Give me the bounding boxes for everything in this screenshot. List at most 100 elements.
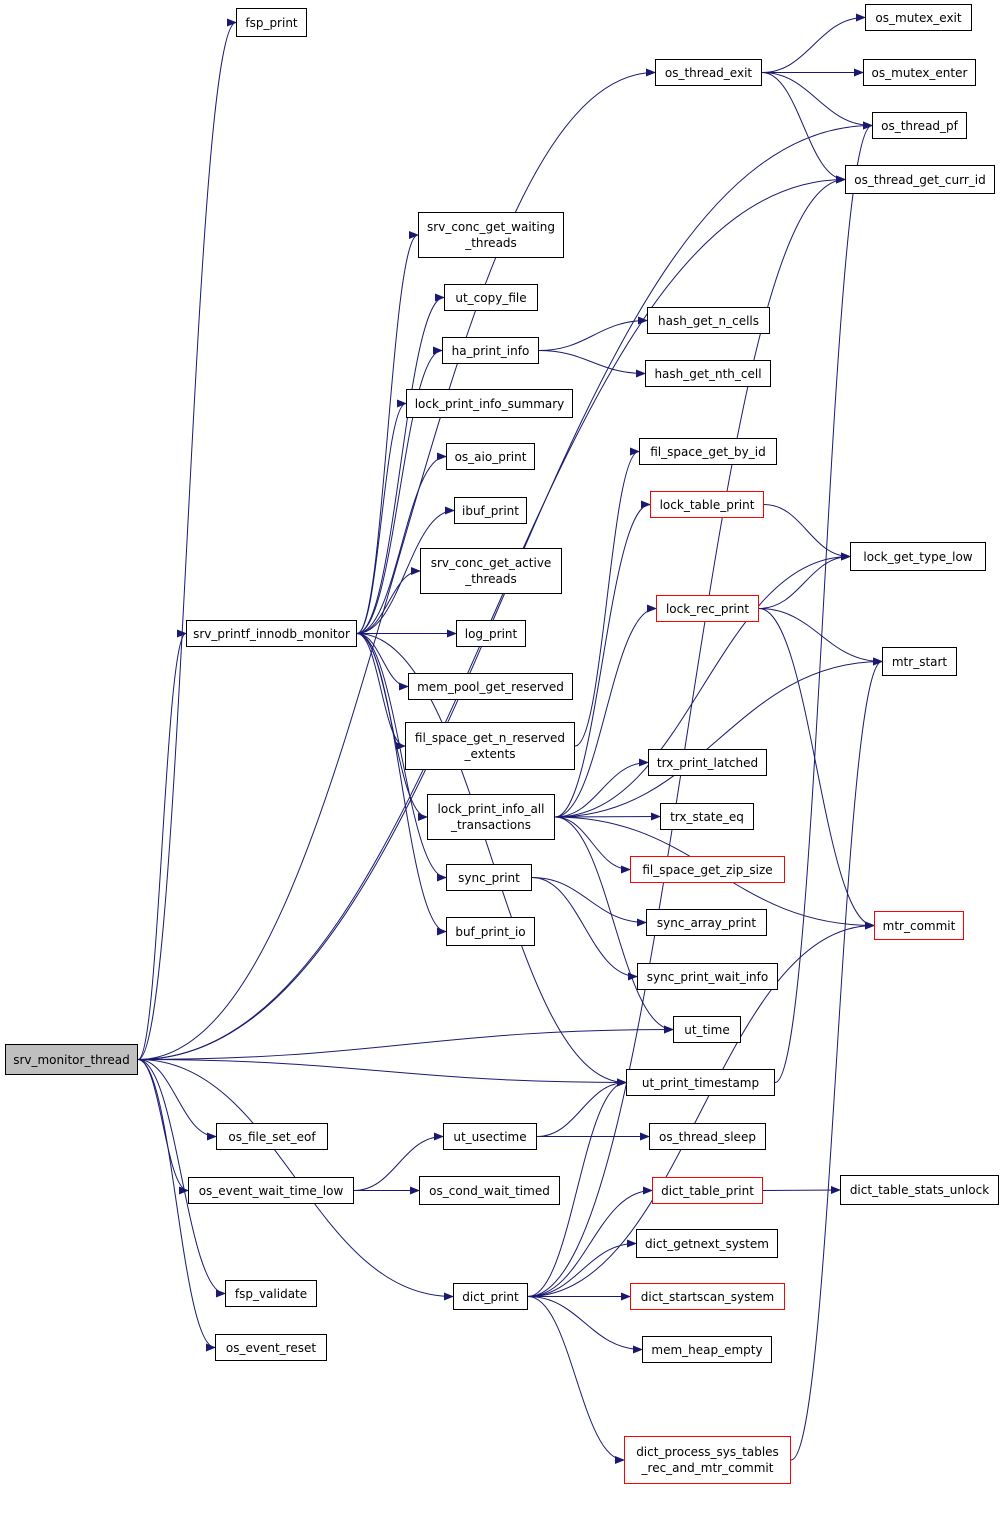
- edge-srv-printf-innodb-monitor-to-ibuf-print: [356, 506, 455, 634]
- node-mtr-start[interactable]: mtr_start: [882, 647, 957, 676]
- node-ut-usectime[interactable]: ut_usectime: [443, 1123, 537, 1150]
- edge-srv-printf-innodb-monitor-to-buf-print-io: [356, 633, 447, 936]
- node-dict-table-stats-unlock[interactable]: dict_table_stats_unlock: [840, 1175, 999, 1205]
- edge-lock-rec-print-to-mtr-start: [758, 608, 883, 666]
- edge-srv-printf-innodb-monitor-to-mem-pool-get-reserved: [356, 633, 409, 691]
- node-mtr-commit[interactable]: mtr_commit: [874, 911, 964, 940]
- edge-lock-rec-print-to-lock-get-type-low: [758, 552, 851, 609]
- node-os-thread-exit[interactable]: os_thread_exit: [655, 59, 762, 86]
- edge-srv-monitor-thread-to-os-event-wait-time-low: [137, 1059, 189, 1195]
- node-mem-pool-get-reserved[interactable]: mem_pool_get_reserved: [408, 673, 573, 700]
- edge-os-thread-exit-to-os-thread-get-curr-id: [761, 72, 846, 184]
- node-srv-conc-get-active-threads[interactable]: srv_conc_get_active _threads: [420, 548, 562, 594]
- node-sync-print[interactable]: sync_print: [446, 864, 532, 891]
- edge-srv-monitor-thread-to-os-thread-exit: [137, 68, 656, 1060]
- node-dict-process-sys-tables-rec-and-mtr-commit[interactable]: dict_process_sys_tables _rec_and_mtr_com…: [624, 1436, 791, 1484]
- edge-lock-print-info-all-transactions-to-trx-print-latched: [554, 758, 649, 818]
- edge-dict-print-to-mtr-commit: [527, 921, 875, 1297]
- node-os-cond-wait-timed[interactable]: os_cond_wait_timed: [419, 1176, 560, 1205]
- node-trx-state-eq[interactable]: trx_state_eq: [660, 803, 754, 830]
- edge-os-event-wait-time-low-to-ut-usectime: [353, 1132, 444, 1191]
- node-dict-table-print[interactable]: dict_table_print: [652, 1177, 763, 1204]
- node-os-aio-print[interactable]: os_aio_print: [446, 443, 535, 470]
- node-hash-get-nth-cell[interactable]: hash_get_nth_cell: [645, 360, 771, 387]
- edge-ut-print-timestamp-to-os-thread-pf: [774, 121, 873, 1083]
- node-lock-get-type-low[interactable]: lock_get_type_low: [850, 542, 986, 571]
- edge-srv-monitor-thread-to-os-thread-get-curr-id: [137, 175, 846, 1060]
- edge-srv-printf-innodb-monitor-to-sync-print: [356, 633, 447, 882]
- node-mem-heap-empty[interactable]: mem_heap_empty: [642, 1336, 772, 1363]
- edge-lock-rec-print-to-mtr-commit: [758, 608, 875, 930]
- edge-sync-print-to-sync-array-print: [531, 877, 647, 927]
- edge-os-thread-exit-to-os-mutex-exit: [761, 13, 866, 73]
- edge-srv-monitor-thread-to-os-file-set-eof: [137, 1059, 217, 1141]
- edge-srv-printf-innodb-monitor-to-ut-copy-file: [356, 293, 445, 634]
- node-buf-print-io[interactable]: buf_print_io: [446, 917, 535, 946]
- edge-lock-table-print-to-lock-get-type-low: [763, 504, 851, 561]
- edge-srv-printf-innodb-monitor-to-srv-conc-get-waiting-threads: [356, 231, 419, 634]
- edge-lock-print-info-all-transactions-to-lock-get-type-low: [554, 552, 851, 818]
- edge-ha-print-info-to-hash-get-nth-cell: [538, 350, 646, 378]
- node-srv-monitor-thread[interactable]: srv_monitor_thread: [5, 1044, 138, 1075]
- node-srv-conc-get-waiting-threads[interactable]: srv_conc_get_waiting _threads: [418, 212, 564, 258]
- edge-srv-monitor-thread-to-os-event-reset: [137, 1059, 216, 1352]
- node-dict-getnext-system[interactable]: dict_getnext_system: [636, 1229, 778, 1258]
- edge-fil-space-get-n-reserved-extents-to-fil-space-get-by-id: [574, 447, 640, 747]
- node-lock-table-print[interactable]: lock_table_print: [650, 491, 764, 518]
- edge-srv-printf-innodb-monitor-to-srv-conc-get-active-threads: [356, 567, 421, 634]
- edge-ha-print-info-to-hash-get-n-cells: [538, 316, 648, 351]
- node-log-print[interactable]: log_print: [456, 620, 526, 647]
- edge-lock-print-info-all-transactions-to-trx-state-eq: [554, 812, 661, 821]
- edge-os-thread-exit-to-os-thread-pf: [761, 72, 873, 130]
- node-lock-print-info-summary[interactable]: lock_print_info_summary: [406, 389, 573, 418]
- edge-srv-printf-innodb-monitor-to-fil-space-get-n-reserved-extents: [356, 633, 406, 750]
- edge-lock-print-info-all-transactions-to-lock-table-print: [554, 500, 651, 818]
- edge-srv-monitor-thread-to-srv-printf-innodb-monitor: [137, 629, 187, 1060]
- edge-lock-print-info-all-transactions-to-mtr-start: [554, 657, 883, 818]
- node-srv-printf-innodb-monitor[interactable]: srv_printf_innodb_monitor: [186, 620, 357, 647]
- node-fil-space-get-by-id[interactable]: fil_space_get_by_id: [639, 438, 777, 465]
- edge-srv-printf-innodb-monitor-to-lock-print-info-summary: [356, 399, 407, 634]
- edge-lock-print-info-all-transactions-to-lock-rec-print: [554, 604, 657, 818]
- edge-ut-usectime-to-ut-print-timestamp: [536, 1078, 627, 1137]
- node-os-event-wait-time-low[interactable]: os_event_wait_time_low: [188, 1177, 354, 1204]
- node-os-thread-get-curr-id[interactable]: os_thread_get_curr_id: [845, 165, 995, 194]
- edge-lock-print-info-all-transactions-to-ut-time: [554, 816, 674, 1034]
- node-ut-copy-file[interactable]: ut_copy_file: [444, 284, 538, 311]
- node-fsp-validate[interactable]: fsp_validate: [225, 1280, 317, 1307]
- edge-dict-process-sys-tables-rec-and-mtr-commit-to-mtr-start: [790, 657, 883, 1461]
- edge-dict-print-to-dict-getnext-system: [527, 1239, 637, 1297]
- node-ibuf-print[interactable]: ibuf_print: [454, 497, 527, 524]
- node-dict-startscan-system[interactable]: dict_startscan_system: [630, 1283, 785, 1310]
- edge-srv-monitor-thread-to-fsp-validate: [137, 1059, 226, 1298]
- node-hash-get-n-cells[interactable]: hash_get_n_cells: [647, 307, 770, 334]
- edge-srv-monitor-thread-to-fsp-print: [137, 18, 237, 1060]
- node-os-thread-sleep[interactable]: os_thread_sleep: [649, 1123, 766, 1150]
- node-fil-space-get-n-reserved-extents[interactable]: fil_space_get_n_reserved _extents: [405, 722, 575, 770]
- node-trx-print-latched[interactable]: trx_print_latched: [648, 749, 767, 776]
- node-ut-time[interactable]: ut_time: [673, 1016, 741, 1043]
- node-os-event-reset[interactable]: os_event_reset: [215, 1334, 327, 1361]
- node-dict-print[interactable]: dict_print: [453, 1283, 528, 1310]
- edge-srv-printf-innodb-monitor-to-ha-print-info: [356, 346, 443, 634]
- node-fil-space-get-zip-size[interactable]: fil_space_get_zip_size: [630, 856, 785, 883]
- node-ha-print-info[interactable]: ha_print_info: [442, 337, 539, 364]
- edge-dict-print-to-dict-table-print: [527, 1186, 653, 1297]
- node-os-thread-pf[interactable]: os_thread_pf: [872, 112, 967, 139]
- node-sync-print-wait-info[interactable]: sync_print_wait_info: [637, 963, 778, 990]
- edge-lock-print-info-all-transactions-to-fil-space-get-zip-size: [554, 816, 631, 874]
- node-fsp-print[interactable]: fsp_print: [236, 8, 307, 37]
- node-lock-print-info-all-transactions[interactable]: lock_print_info_all _transactions: [427, 794, 555, 840]
- edge-sync-print-to-sync-print-wait-info: [531, 877, 638, 981]
- node-lock-rec-print[interactable]: lock_rec_print: [656, 595, 759, 622]
- node-os-mutex-exit[interactable]: os_mutex_exit: [865, 4, 972, 31]
- node-os-mutex-enter[interactable]: os_mutex_enter: [863, 59, 976, 86]
- edge-dict-print-to-ut-print-timestamp: [527, 1078, 627, 1297]
- edge-srv-printf-innodb-monitor-to-ut-print-timestamp: [356, 633, 627, 1087]
- node-os-file-set-eof[interactable]: os_file_set_eof: [216, 1123, 328, 1150]
- edge-dict-print-to-os-thread-get-curr-id: [527, 175, 846, 1297]
- node-sync-array-print[interactable]: sync_array_print: [646, 909, 767, 936]
- node-ut-print-timestamp[interactable]: ut_print_timestamp: [626, 1069, 775, 1096]
